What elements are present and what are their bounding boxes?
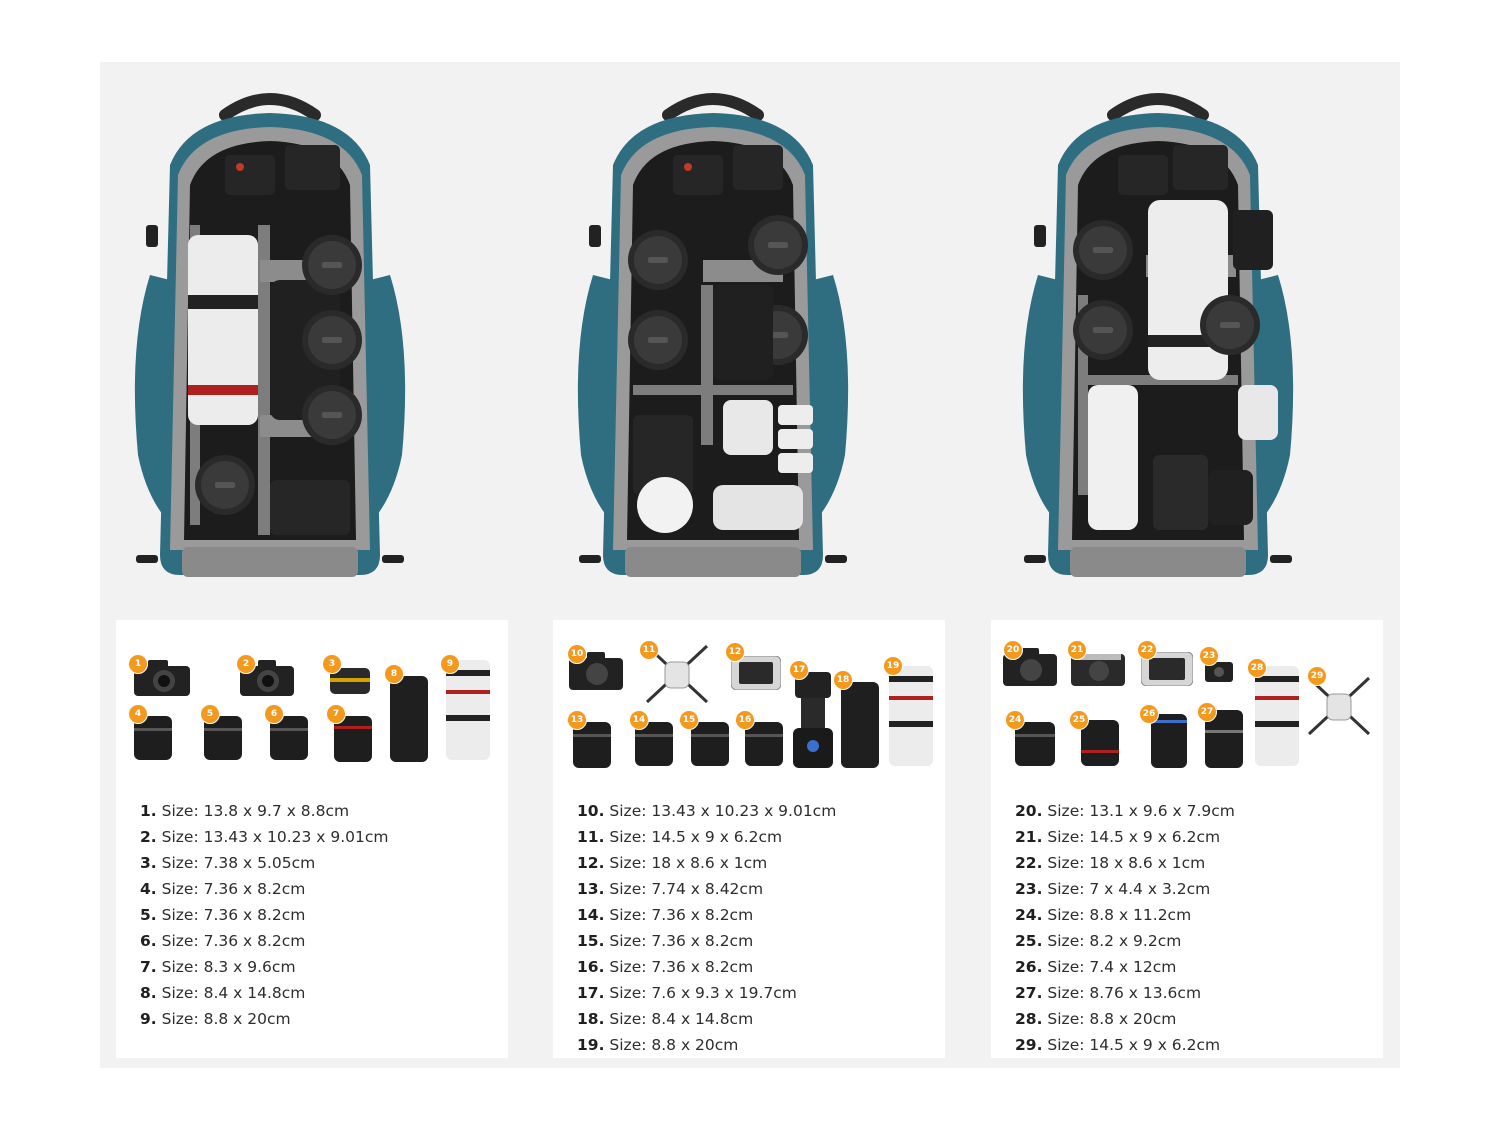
item-badge: 2 <box>236 654 256 674</box>
lens-icon <box>204 716 242 760</box>
lens-icon <box>134 716 172 760</box>
item-badge: 12 <box>725 642 745 662</box>
size-spec-item: 9. Size: 8.8 x 20cm <box>140 1010 291 1028</box>
size-spec-item: 25. Size: 8.2 x 9.2cm <box>1015 932 1182 950</box>
item-badge: 14 <box>629 710 649 730</box>
item-badge: 9 <box>440 654 460 674</box>
item-badge: 5 <box>200 704 220 724</box>
item-badge: 11 <box>639 640 659 660</box>
size-spec-item: 19. Size: 8.8 x 20cm <box>577 1036 739 1054</box>
drone-icon <box>1303 672 1375 740</box>
size-spec-item: 21. Size: 14.5 x 9 x 6.2cm <box>1015 828 1221 846</box>
size-spec-item: 15. Size: 7.36 x 8.2cm <box>577 932 754 950</box>
accessory-panel-1: 1 2 3 8 9 4 5 6 7 <box>116 620 508 1058</box>
item-badge: 1 <box>128 654 148 674</box>
backpack-layout-3 <box>1018 85 1298 585</box>
size-spec-item: 24. Size: 8.8 x 11.2cm <box>1015 906 1192 924</box>
item-badge: 29 <box>1307 666 1327 686</box>
accessory-panel-2: 10 11 12 17 18 19 13 14 <box>553 620 945 1058</box>
item-badge: 22 <box>1137 640 1157 660</box>
accessory-thumbnails: 10 11 12 17 18 19 13 14 <box>553 620 945 780</box>
size-spec-item: 18. Size: 8.4 x 14.8cm <box>577 1010 754 1028</box>
camera-body-icon <box>240 660 294 696</box>
remote-controller-icon <box>1141 652 1193 686</box>
lens-icon <box>270 716 308 760</box>
item-badge: 18 <box>833 670 853 690</box>
item-badge: 24 <box>1005 710 1025 730</box>
item-badge: 4 <box>128 704 148 724</box>
item-badge: 27 <box>1197 702 1217 722</box>
lens-icon <box>691 722 729 766</box>
accessory-panel-3: 20 21 22 23 28 29 24 25 <box>991 620 1383 1058</box>
size-spec-item: 2. Size: 13.43 x 10.23 x 9.01cm <box>140 828 389 846</box>
backpack-layout-1 <box>130 85 410 585</box>
camera-body-icon <box>569 652 623 690</box>
size-spec-item: 12. Size: 18 x 8.6 x 1cm <box>577 854 768 872</box>
size-spec-item: 8. Size: 8.4 x 14.8cm <box>140 984 306 1002</box>
item-badge: 13 <box>567 710 587 730</box>
item-badge: 21 <box>1067 640 1087 660</box>
size-spec-item: 7. Size: 8.3 x 9.6cm <box>140 958 296 976</box>
size-spec-item: 10. Size: 13.43 x 10.23 x 9.01cm <box>577 802 837 820</box>
item-badge: 10 <box>567 644 587 664</box>
size-spec-item: 17. Size: 7.6 x 9.3 x 19.7cm <box>577 984 797 1002</box>
size-spec-item: 23. Size: 7 x 4.4 x 3.2cm <box>1015 880 1211 898</box>
lens-icon <box>1151 714 1187 768</box>
telephoto-lens-icon <box>390 676 428 762</box>
item-badge: 23 <box>1199 646 1219 666</box>
lens-icon <box>334 716 372 762</box>
lens-icon <box>635 722 673 766</box>
item-badge: 3 <box>322 654 342 674</box>
accessory-thumbnails: 1 2 3 8 9 4 5 6 7 <box>116 620 508 780</box>
remote-controller-icon <box>731 656 781 690</box>
item-badge: 16 <box>735 710 755 730</box>
lens-icon <box>1081 720 1119 766</box>
item-badge: 6 <box>264 704 284 724</box>
item-badge: 8 <box>384 664 404 684</box>
flash-icon <box>793 672 833 768</box>
size-spec-item: 14. Size: 7.36 x 8.2cm <box>577 906 754 924</box>
action-camera-icon <box>1205 662 1233 682</box>
item-badge: 20 <box>1003 640 1023 660</box>
size-spec-item: 6. Size: 7.36 x 8.2cm <box>140 932 306 950</box>
telephoto-lens-icon <box>446 660 490 760</box>
size-spec-item: 20. Size: 13.1 x 9.6 x 7.9cm <box>1015 802 1235 820</box>
size-spec-item: 26. Size: 7.4 x 12cm <box>1015 958 1177 976</box>
camera-body-icon <box>1071 648 1125 686</box>
lens-icon <box>1205 710 1243 768</box>
item-badge: 26 <box>1139 704 1159 724</box>
size-spec-item: 3. Size: 7.38 x 5.05cm <box>140 854 316 872</box>
item-badge: 25 <box>1069 710 1089 730</box>
camera-body-icon <box>134 660 190 696</box>
size-spec-item: 16. Size: 7.36 x 8.2cm <box>577 958 754 976</box>
backpack-layout-2 <box>573 85 853 585</box>
telephoto-lens-icon <box>1255 666 1299 766</box>
item-badge: 17 <box>789 660 809 680</box>
size-spec-item: 13. Size: 7.74 x 8.42cm <box>577 880 764 898</box>
lens-icon <box>330 668 370 694</box>
accessory-thumbnails: 20 21 22 23 28 29 24 25 <box>991 620 1383 780</box>
lens-icon <box>1015 722 1055 766</box>
item-badge: 19 <box>883 656 903 676</box>
size-spec-item: 1. Size: 13.8 x 9.7 x 8.8cm <box>140 802 350 820</box>
camera-body-icon <box>1003 648 1057 686</box>
item-badge: 28 <box>1247 658 1267 678</box>
telephoto-lens-icon <box>841 682 879 768</box>
size-spec-item: 29. Size: 14.5 x 9 x 6.2cm <box>1015 1036 1221 1054</box>
size-spec-item: 28. Size: 8.8 x 20cm <box>1015 1010 1177 1028</box>
item-badge: 15 <box>679 710 699 730</box>
lens-icon <box>745 722 783 766</box>
size-spec-list: 20. Size: 13.1 x 9.6 x 7.9cm 21. Size: 1… <box>1015 798 1235 1058</box>
size-spec-item: 4. Size: 7.36 x 8.2cm <box>140 880 306 898</box>
telephoto-lens-icon <box>889 666 933 766</box>
size-spec-item: 11. Size: 14.5 x 9 x 6.2cm <box>577 828 783 846</box>
size-spec-list: 10. Size: 13.43 x 10.23 x 9.01cm 11. Siz… <box>577 798 836 1058</box>
size-spec-item: 5. Size: 7.36 x 8.2cm <box>140 906 306 924</box>
size-spec-item: 27. Size: 8.76 x 13.6cm <box>1015 984 1202 1002</box>
size-spec-item: 22. Size: 18 x 8.6 x 1cm <box>1015 854 1206 872</box>
item-badge: 7 <box>326 704 346 724</box>
size-spec-list: 1. Size: 13.8 x 9.7 x 8.8cm 2. Size: 13.… <box>140 798 389 1032</box>
lens-icon <box>573 722 611 768</box>
